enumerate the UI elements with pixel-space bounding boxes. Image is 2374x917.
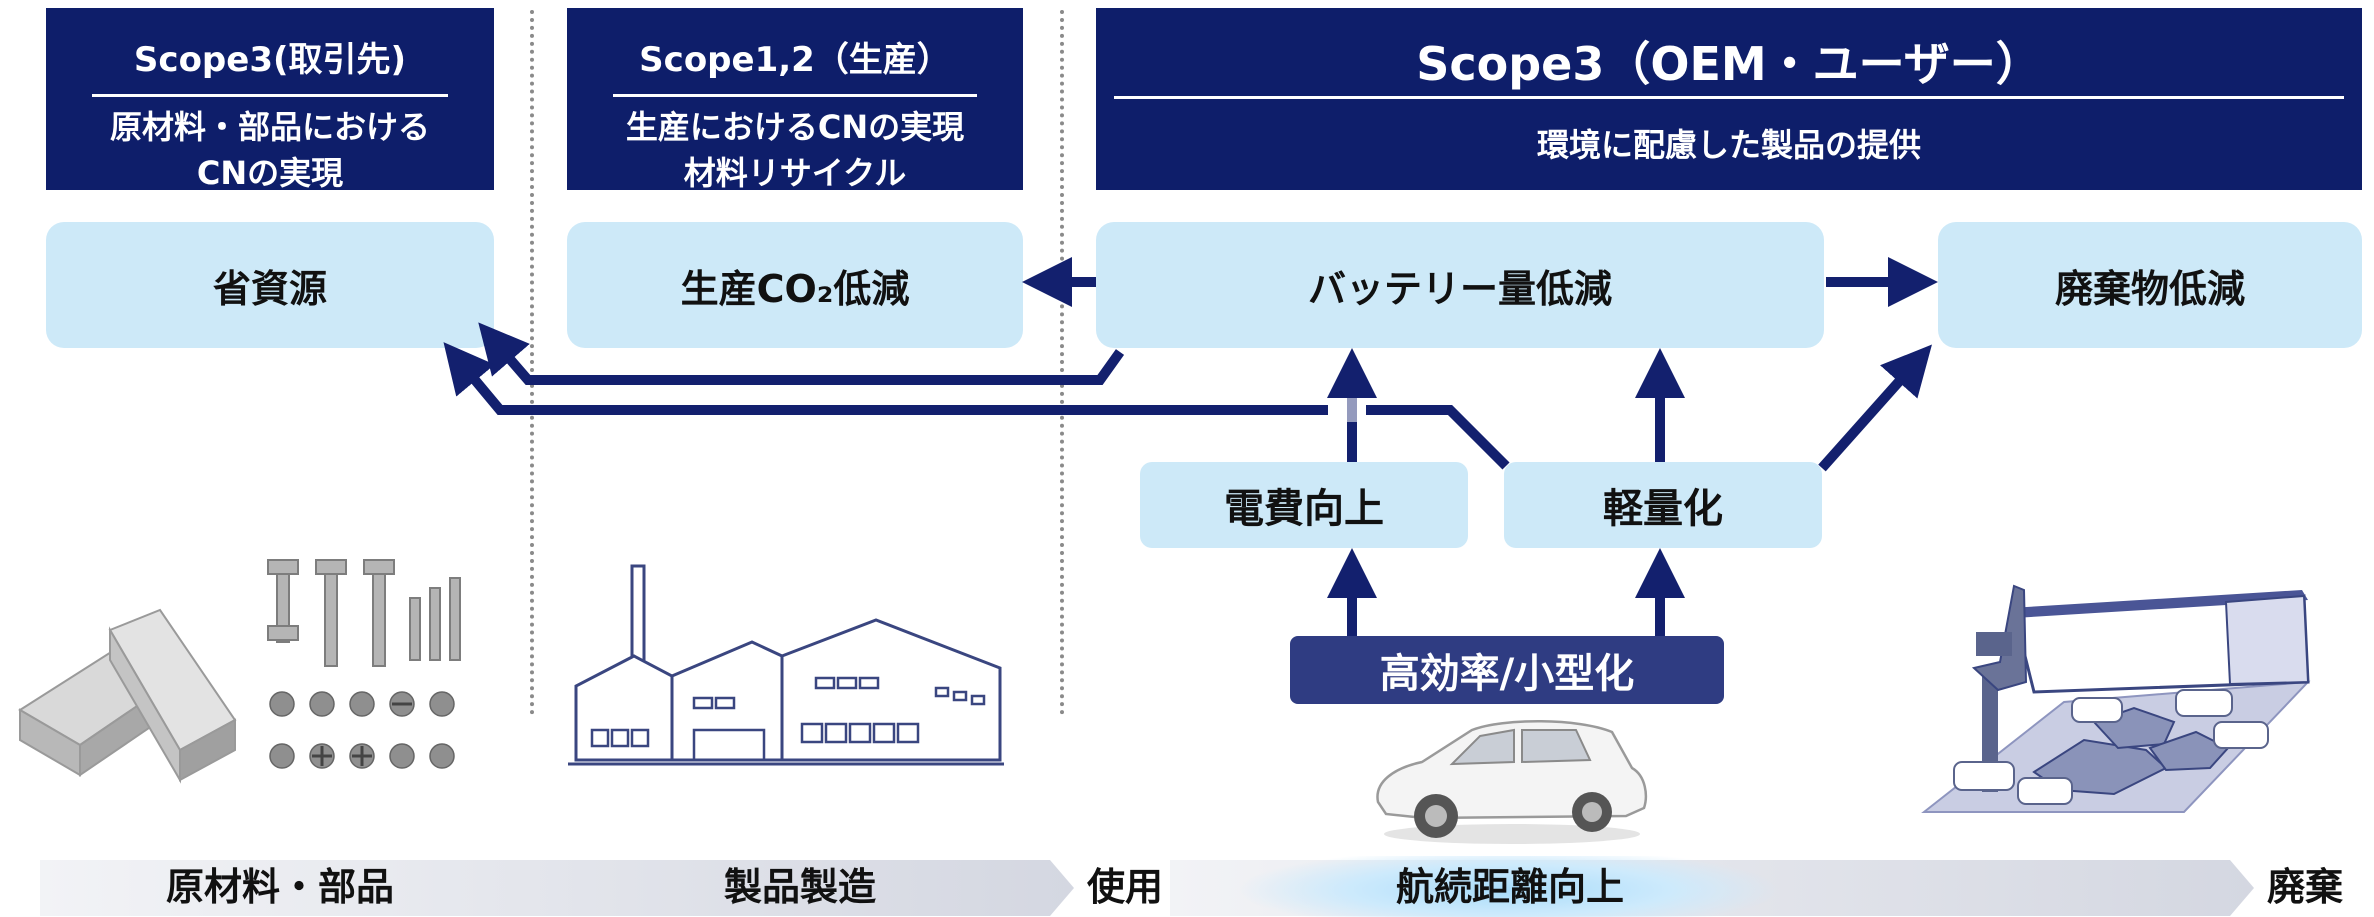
header-body: 原材料・部品における CNの実現 (109, 108, 430, 192)
header-body: 生産におけるCNの実現 材料リサイクル (625, 108, 965, 192)
arrow-lightweight-to-waste (1818, 344, 1932, 472)
stage-disposal: 廃棄 (2266, 865, 2343, 909)
divider-supplier-production (530, 10, 534, 715)
divider-production-use (1060, 10, 1064, 715)
stage-use: 使用 (1086, 865, 1163, 909)
battery-reduction-box: バッテリー量低減 (1096, 222, 1824, 348)
header-rule (613, 94, 977, 97)
header-rule (92, 94, 448, 97)
stage-arrow-production (40, 860, 1074, 916)
header-title: Scope3(取引先) (133, 40, 407, 80)
scope3-supplier-header: Scope3(取引先) 原材料・部品における CNの実現 (46, 8, 494, 192)
stage-materials: 原材料・部品 (165, 865, 394, 909)
scope3-oem-user-header: Scope3（OEM・ユーザー） 環境に配慮した製品の提供 (1096, 8, 2362, 190)
scrapyard-icon (1921, 584, 2311, 813)
header-title: Scope1,2（生産） (639, 40, 951, 80)
lightweight-box: 軽量化 (1504, 462, 1822, 548)
arrow-lightweight-to-resource (1366, 405, 1510, 470)
production-co2-box: 生産CO₂低減 (567, 222, 1023, 348)
scope12-production-header: Scope1,2（生産） 生産におけるCNの実現 材料リサイクル (567, 8, 1023, 192)
arrow-lightweight-to-resource-cont (443, 342, 1328, 415)
arrow-battery-to-resource (478, 322, 1125, 385)
high-efficiency-box: 高効率/小型化 (1290, 636, 1724, 704)
stage-range-improvement: 航続距離向上 (1395, 865, 1624, 909)
process-bar (40, 856, 2254, 917)
header-rule (1114, 96, 2344, 99)
waste-reduction-box: 廃棄物低減 (1938, 222, 2362, 348)
resource-saving-box: 省資源 (46, 222, 494, 348)
stage-manufacturing: 製品製造 (723, 865, 876, 909)
car-icon (1376, 719, 1648, 844)
bolts-screws-icon (267, 559, 461, 769)
metal-ingots-icon (18, 608, 237, 784)
efficiency-box: 電費向上 (1140, 462, 1468, 548)
header-title: Scope3（OEM・ユーザー） (1416, 37, 2042, 91)
factory-icon (568, 564, 1004, 766)
header-body: 環境に配慮した製品の提供 (1536, 126, 1921, 164)
